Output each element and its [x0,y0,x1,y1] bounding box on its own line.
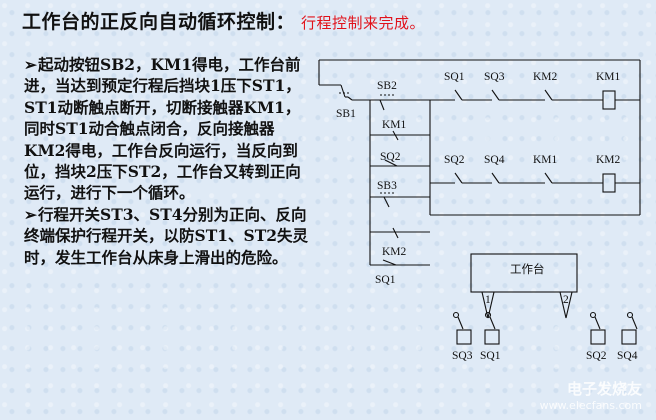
stop-1 [481,291,495,319]
label-r2-sq4: SQ4 [484,154,505,166]
label-r1-coil: KM1 [596,71,621,83]
arrow-bullet-icon: ➢ [24,204,37,224]
label-km1-hold: KM1 [382,119,407,131]
worktable-box [470,253,578,293]
label-sq1: SQ1 [375,274,396,286]
title-subtitle: 行程控制来完成。 [301,14,426,32]
label-r1-km2: KM2 [533,71,558,83]
label-r1-sq3: SQ3 [484,71,505,83]
paragraph-1: ➢起动按钮SB2，KM1得电，工作台前进，当达到预定行程后挡块1压下ST1，ST… [24,54,314,204]
watermark-name: 电子发烧友 [566,380,642,398]
label-sw-sq4: SQ4 [617,350,638,362]
r2-km2-coil [602,173,616,193]
watermark-logo: 电子发烧友 www.elecfans.com [540,378,642,412]
label-r1-sq1: SQ1 [444,71,465,83]
label-sb3: SB3 [377,180,397,192]
paragraph-1-text: 起动按钮SB2，KM1得电，工作台前进，当达到预定行程后挡块1压下ST1，ST1… [24,55,301,203]
label-km2-hold: KM2 [382,246,407,258]
label-stop-2: 2 [563,294,569,306]
r1-km2-contact [544,89,553,101]
paragraph-2: ➢行程开关ST3、ST4分别为正向、反向终端保护行程开关，以防ST1、ST2失灵… [24,204,314,268]
label-r2-km1: KM1 [533,154,558,166]
switch-sq1 [484,329,500,345]
arrow-bullet-icon: ➢ [24,55,37,74]
r2-sq4-contact [491,172,500,184]
r2-sq2-contact [454,172,463,184]
title-main: 工作台的正反向自动循环控制： [22,11,296,33]
label-sw-sq2: SQ2 [586,350,607,362]
watermark-url: www.elecfans.com [539,399,642,412]
paragraph-2-text: 行程开关ST3、ST4分别为正向、反向终端保护行程开关，以防ST1、ST2失灵时… [24,204,309,267]
page-title: 工作台的正反向自动循环控制： 行程控制来完成。 [22,7,425,34]
label-r2-sq2: SQ2 [444,154,465,166]
r1-km1-coil [602,90,616,110]
label-sw-sq1: SQ1 [480,350,501,362]
label-sw-sq3: SQ3 [452,350,473,362]
switch-sq2 [590,329,606,345]
label-worktable: 工作台 [510,262,545,276]
label-r2-coil: KM2 [596,154,621,166]
r1-sq3-contact [491,89,500,101]
switch-sq3 [456,329,472,345]
r1-sq1-contact [454,89,463,101]
label-stop-1: 1 [485,294,491,306]
sb1-contact [340,84,346,98]
label-sb1: SB1 [336,108,356,120]
label-sq2: SQ2 [380,151,401,163]
description-text: ➢起动按钮SB2，KM1得电，工作台前进，当达到预定行程后挡块1压下ST1，ST… [24,54,314,268]
r2-km1-contact [544,172,553,184]
label-sb2: SB2 [377,80,397,92]
stop-2 [559,291,573,319]
switch-sq4 [621,329,637,345]
